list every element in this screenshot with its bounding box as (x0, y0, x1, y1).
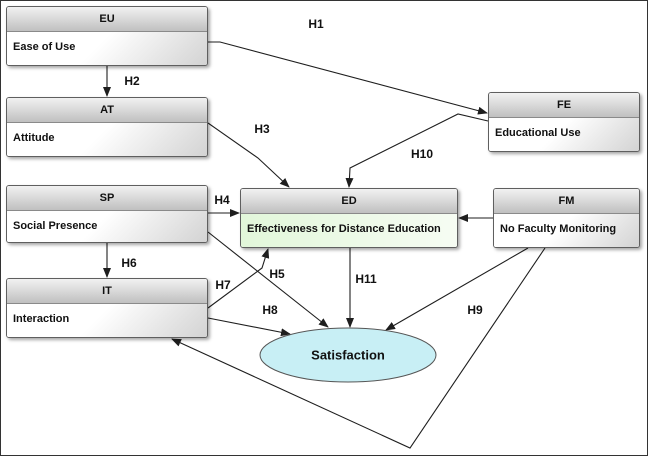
hypothesis-h9-arrow (171, 247, 546, 449)
hypothesis-h8-label: H8 (262, 303, 278, 317)
hypothesis-h7-label: H7 (215, 278, 231, 292)
hypothesis-h1-arrow (208, 41, 488, 115)
hypothesis-h3-label: H3 (254, 122, 270, 136)
node-sp-label: Social Presence (7, 211, 207, 242)
hypothesis-h8-arrow (207, 317, 291, 337)
hypothesis-h5-arrow (207, 231, 329, 328)
node-eu-label: Ease of Use (7, 32, 207, 65)
node-it-label: Interaction (7, 304, 207, 337)
hypothesis-h10-label: H10 (411, 147, 433, 161)
node-ed: ED Effectiveness for Distance Education (240, 188, 458, 248)
node-it: IT Interaction (6, 278, 208, 338)
hypothesis-h11-label: H11 (355, 272, 377, 286)
hypothesis-h7-arrow (207, 248, 270, 309)
hypothesis-h3-arrow (207, 122, 290, 188)
hypothesis-h1-label: H1 (308, 17, 324, 31)
node-it-code: IT (7, 279, 207, 304)
hypothesis-h6-label: H6 (121, 256, 137, 270)
node-fm-label: No Faculty Monitoring (494, 214, 639, 247)
node-sp: SP Social Presence (6, 185, 208, 243)
fm-to-satisfaction-arrow (385, 247, 529, 331)
hypothesis-h9-label: H9 (467, 303, 483, 317)
node-fe-code: FE (489, 93, 639, 118)
satisfaction-label: Satisfaction (311, 347, 385, 362)
hypothesis-h4-label: H4 (214, 193, 230, 207)
node-sp-code: SP (7, 186, 207, 211)
node-at-label: Attitude (7, 123, 207, 156)
node-fm: FM No Faculty Monitoring (493, 188, 640, 248)
node-at: AT Attitude (6, 97, 208, 157)
node-ed-code: ED (241, 189, 457, 214)
satisfaction-ellipse (259, 327, 437, 383)
node-fm-code: FM (494, 189, 639, 214)
hypothesis-h2-label: H2 (124, 74, 140, 88)
node-fe: FE Educational Use (488, 92, 640, 152)
node-fe-label: Educational Use (489, 118, 639, 151)
node-eu-code: EU (7, 7, 207, 32)
node-ed-label: Effectiveness for Distance Education (241, 214, 457, 247)
hypothesis-h10-arrow (345, 113, 489, 188)
node-eu: EU Ease of Use (6, 6, 208, 66)
node-at-code: AT (7, 98, 207, 123)
hypothesis-h5-label: H5 (269, 267, 285, 281)
